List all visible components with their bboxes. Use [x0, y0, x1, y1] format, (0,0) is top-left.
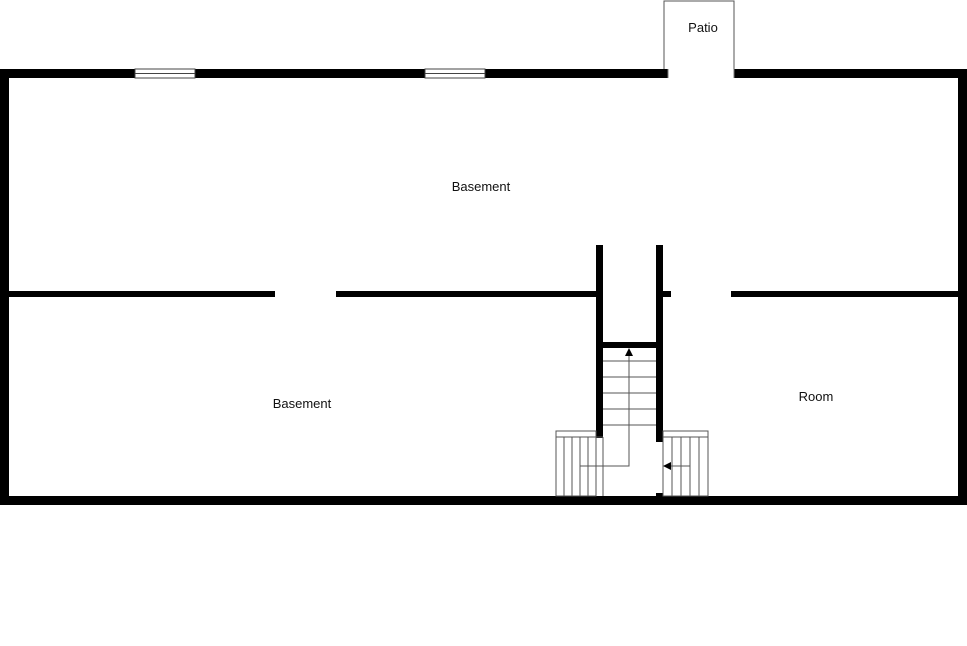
room-label-basement-upper: Basement [452, 179, 511, 194]
room-label-patio: Patio [688, 20, 718, 35]
exterior-walls [0, 69, 967, 505]
stairwell-landing-wall [596, 342, 663, 348]
stairwell-wall-stub [656, 493, 663, 505]
stairwell-wall-left [596, 245, 603, 438]
interior-wall-horizontal [9, 291, 958, 297]
room-label-room: Room [799, 389, 834, 404]
stairwell-walls [596, 245, 663, 505]
stair-arrow-left-icon [663, 462, 671, 470]
stair-flight-left [555, 430, 604, 497]
exterior-wall-left [0, 69, 9, 505]
window-left [134, 68, 196, 79]
exterior-wall-bottom [0, 496, 967, 505]
patio-door-opening [668, 69, 734, 78]
stair-arrow-up-icon [625, 348, 633, 356]
stair-direction-path [580, 352, 630, 467]
window-middle [424, 68, 486, 79]
patio-outline [663, 0, 735, 74]
room-label-basement-lower: Basement [273, 396, 332, 411]
exterior-wall-right [958, 69, 967, 505]
stairwell-top-opening [603, 245, 656, 249]
